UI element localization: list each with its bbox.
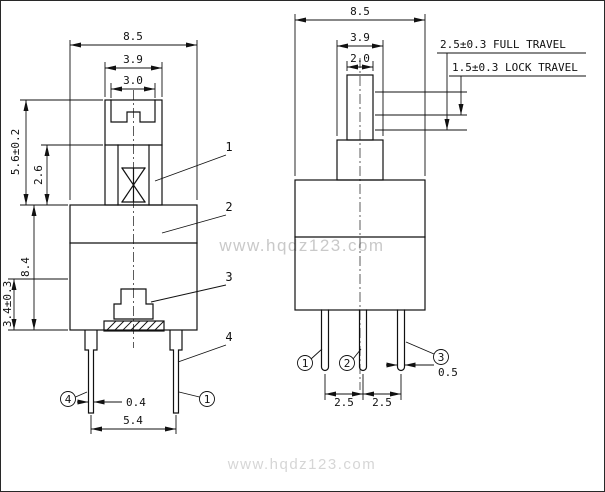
part-label-1: 1	[225, 140, 232, 154]
dim-front-pin-span: 5.4	[123, 414, 143, 427]
side-pin-3	[396, 309, 406, 372]
dim-lock-travel: 1.5±0.3 LOCK TRAVEL	[452, 61, 578, 74]
dim-front-body-width: 8.5	[123, 30, 143, 43]
dim-full-travel: 2.5±0.3 FULL TRAVEL	[440, 38, 566, 51]
dim-front-button-height: 5.6±0.2	[9, 129, 22, 175]
front-right-pin	[169, 330, 183, 414]
dim-front-button-inner-width: 3.0	[123, 74, 143, 87]
pin-1-leader	[178, 391, 200, 398]
dim-front-latch-height: 2.6	[32, 165, 45, 185]
front-dimensions: 8.5 3.9 3.0 5.6±0.2 2.6 8.4 3.4±0.3 0.4 …	[1, 30, 198, 434]
dim-side-collar-width: 3.9	[350, 31, 370, 44]
side-pin-circle-2	[339, 355, 355, 371]
side-body	[294, 179, 426, 372]
side-view: 8.5 3.9 2.0 2.5±0.3 FULL TRAVEL 1.5±0.3 …	[294, 5, 586, 409]
watermark-center: www.hqdz123.com	[218, 236, 384, 255]
dim-pin-pitch-left: 2.5	[334, 396, 354, 409]
side-pin-2-leader	[352, 348, 362, 360]
pin-4-leader	[75, 391, 88, 398]
front-pin-callouts: 4 1	[60, 391, 215, 407]
front-view: 8.5 3.9 3.0 5.6±0.2 2.6 8.4 3.4±0.3 0.4 …	[1, 30, 233, 434]
part-label-2: 2	[225, 200, 232, 214]
side-pin-3-leader	[405, 341, 435, 355]
dim-front-button-width: 3.9	[123, 53, 143, 66]
pin-circle-1	[199, 391, 215, 407]
side-pin-1	[320, 309, 330, 372]
base-strip	[103, 320, 165, 332]
front-left-pin	[84, 330, 98, 414]
pin-number-1: 1	[204, 393, 211, 406]
side-pin-number-3: 3	[438, 351, 445, 364]
front-part-labels: 1 2 3 4	[150, 140, 233, 363]
side-pin-number-2: 2	[344, 357, 351, 370]
side-pin-circle-1	[297, 355, 313, 371]
dim-front-body-height: 8.4	[19, 257, 32, 277]
dim-side-stem-width: 2.0	[350, 52, 370, 65]
body-outline	[69, 204, 198, 331]
base-strip-hatch	[105, 320, 165, 332]
pin-number-4: 4	[65, 393, 72, 406]
base-notch	[113, 288, 154, 320]
watermark-bottom: www.hqdz123.com	[227, 456, 376, 473]
front-extension-lines	[8, 40, 198, 434]
side-pin-2	[358, 309, 368, 372]
dim-pin-pitch-right: 2.5	[372, 396, 392, 409]
dim-front-body-lower-height: 3.4±0.3	[1, 281, 14, 327]
part-label-3: 3	[225, 270, 232, 284]
side-pin-number-1: 1	[302, 357, 309, 370]
dim-side-pin-width: 0.5	[438, 366, 458, 379]
part-label-4: 4	[225, 330, 232, 344]
side-pin-1-leader	[310, 348, 323, 360]
dim-side-body-width: 8.5	[350, 5, 370, 18]
part-label-leaders	[150, 154, 227, 363]
side-pin-circle-3	[433, 349, 449, 365]
pin-circle-4	[60, 391, 76, 407]
front-body	[69, 204, 198, 414]
button-inner-profile	[110, 99, 156, 123]
side-dimensions: 8.5 3.9 2.0 2.5±0.3 FULL TRAVEL 1.5±0.3 …	[294, 5, 586, 409]
latch-cam-detail	[117, 144, 150, 206]
side-pin-callouts: 1 2 3	[297, 341, 449, 371]
dim-front-pin-width: 0.4	[126, 396, 146, 409]
